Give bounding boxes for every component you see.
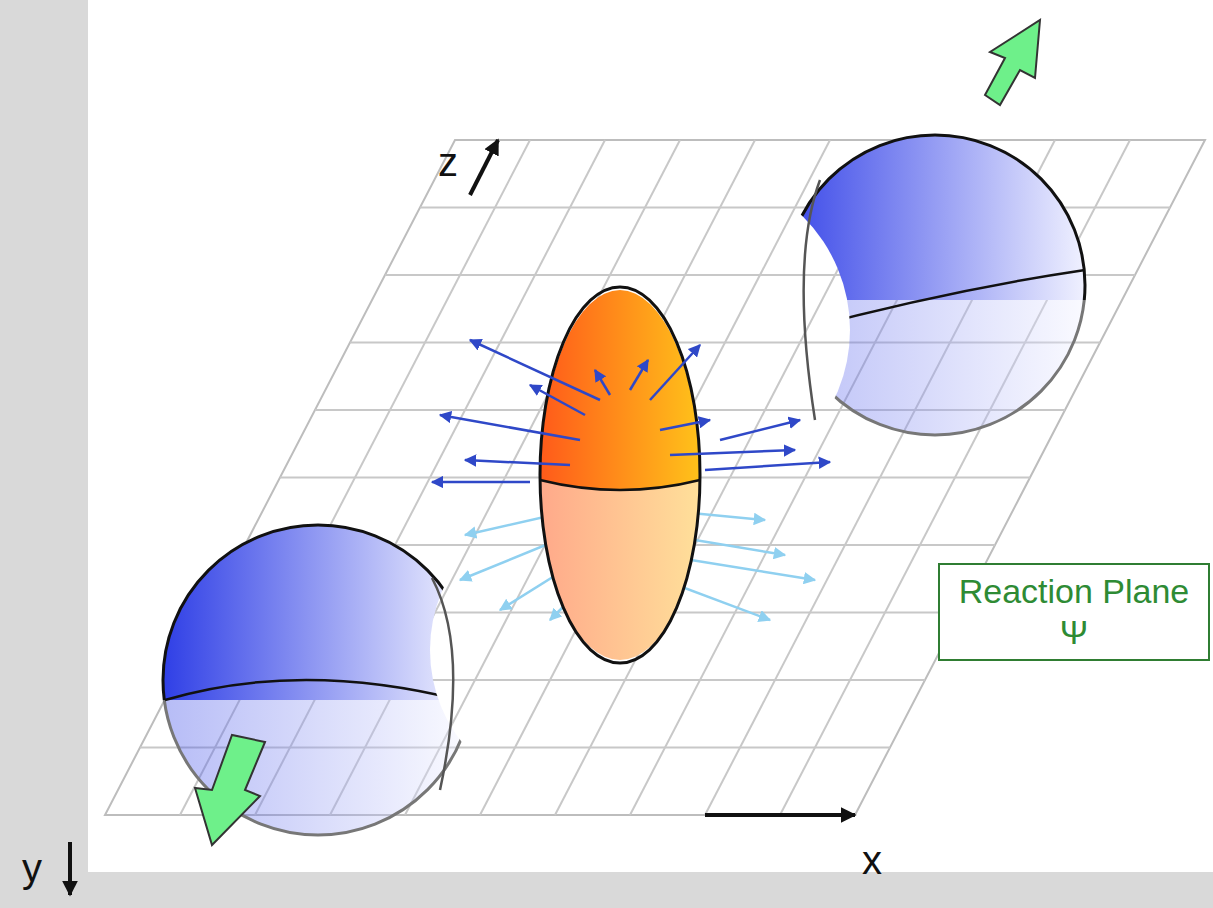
flow-arrows-upper: [432, 340, 830, 482]
right-nucleus: [785, 135, 1085, 435]
nucleus-cut-edge: [804, 180, 820, 420]
reaction-plane-box: Reaction Plane Ψ: [938, 563, 1210, 661]
white-panel: [88, 0, 1213, 872]
fireball: [540, 287, 700, 663]
left-nucleus: [163, 525, 473, 835]
axis-label: x: [862, 840, 882, 880]
motion-arrow: [195, 735, 265, 845]
nucleus-cut-edge: [432, 578, 453, 790]
axis-label: y: [22, 848, 42, 888]
axes: [70, 140, 855, 895]
axis-label: z: [438, 142, 458, 182]
box-label: Reaction Plane Ψ: [950, 571, 1198, 653]
motion-arrow: [985, 20, 1040, 105]
